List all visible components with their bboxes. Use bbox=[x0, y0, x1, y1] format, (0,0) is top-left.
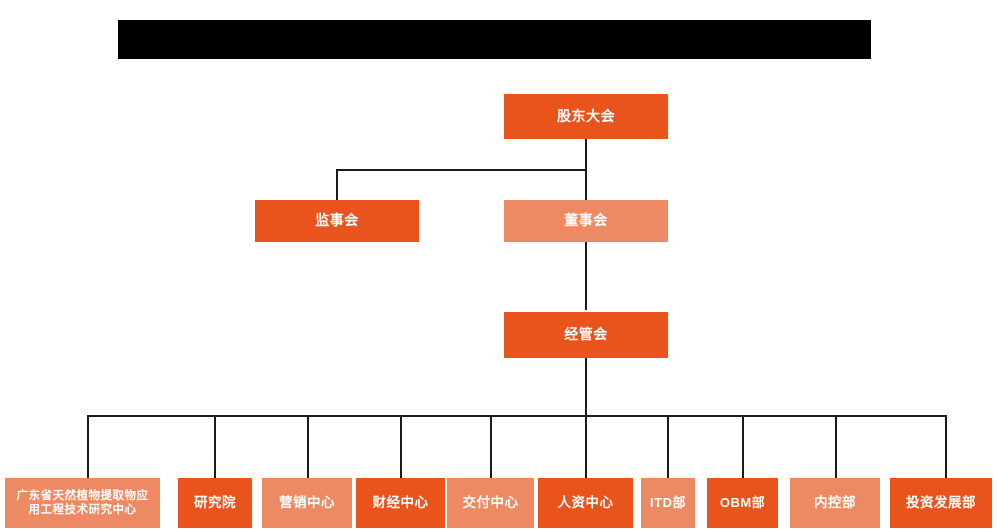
node-research-institute[interactable]: 研究院 bbox=[178, 478, 252, 528]
connector-drop-internal-control-department bbox=[835, 415, 837, 478]
connector-drop-delivery-center bbox=[490, 415, 492, 478]
connector-shareholders-to-split bbox=[585, 139, 587, 170]
connector-drop-guangdong-research-center bbox=[87, 415, 89, 478]
node-investment-development-department[interactable]: 投资发展部 bbox=[890, 478, 992, 528]
connector-drop-marketing-center bbox=[307, 415, 309, 478]
redacted-title-bar bbox=[118, 20, 871, 59]
connector-drop-obm-department bbox=[742, 415, 744, 478]
connector-directors-to-management bbox=[585, 240, 587, 310]
connector-to-board-of-supervisors bbox=[336, 169, 338, 200]
node-internal-control-department[interactable]: 内控部 bbox=[790, 478, 880, 528]
node-marketing-center[interactable]: 营销中心 bbox=[262, 478, 352, 528]
connector-drop-itd-department bbox=[667, 415, 669, 478]
connector-drop-investment-development-department bbox=[945, 415, 947, 478]
node-hr-center[interactable]: 人资中心 bbox=[538, 478, 633, 528]
connector-drop-research-institute bbox=[214, 415, 216, 478]
connector-management-to-bus bbox=[585, 358, 587, 416]
node-management-committee[interactable]: 经管会 bbox=[504, 312, 668, 358]
node-guangdong-research-center[interactable]: 广东省天然植物提取物应用工程技术研究中心 bbox=[5, 478, 160, 528]
node-shareholders-meeting[interactable]: 股东大会 bbox=[504, 94, 668, 139]
node-obm-department[interactable]: OBM部 bbox=[707, 478, 778, 528]
connector-department-bus bbox=[87, 415, 946, 417]
connector-drop-finance-center bbox=[400, 415, 402, 478]
connector-to-board-of-directors bbox=[585, 169, 587, 200]
node-board-of-directors[interactable]: 董事会 bbox=[504, 200, 668, 242]
connector-split-horizontal bbox=[336, 169, 586, 171]
node-finance-center[interactable]: 财经中心 bbox=[356, 478, 445, 528]
node-itd-department[interactable]: ITD部 bbox=[641, 478, 695, 528]
node-board-of-supervisors[interactable]: 监事会 bbox=[255, 200, 419, 242]
node-delivery-center[interactable]: 交付中心 bbox=[447, 478, 534, 528]
connector-drop-hr-center bbox=[585, 415, 587, 478]
